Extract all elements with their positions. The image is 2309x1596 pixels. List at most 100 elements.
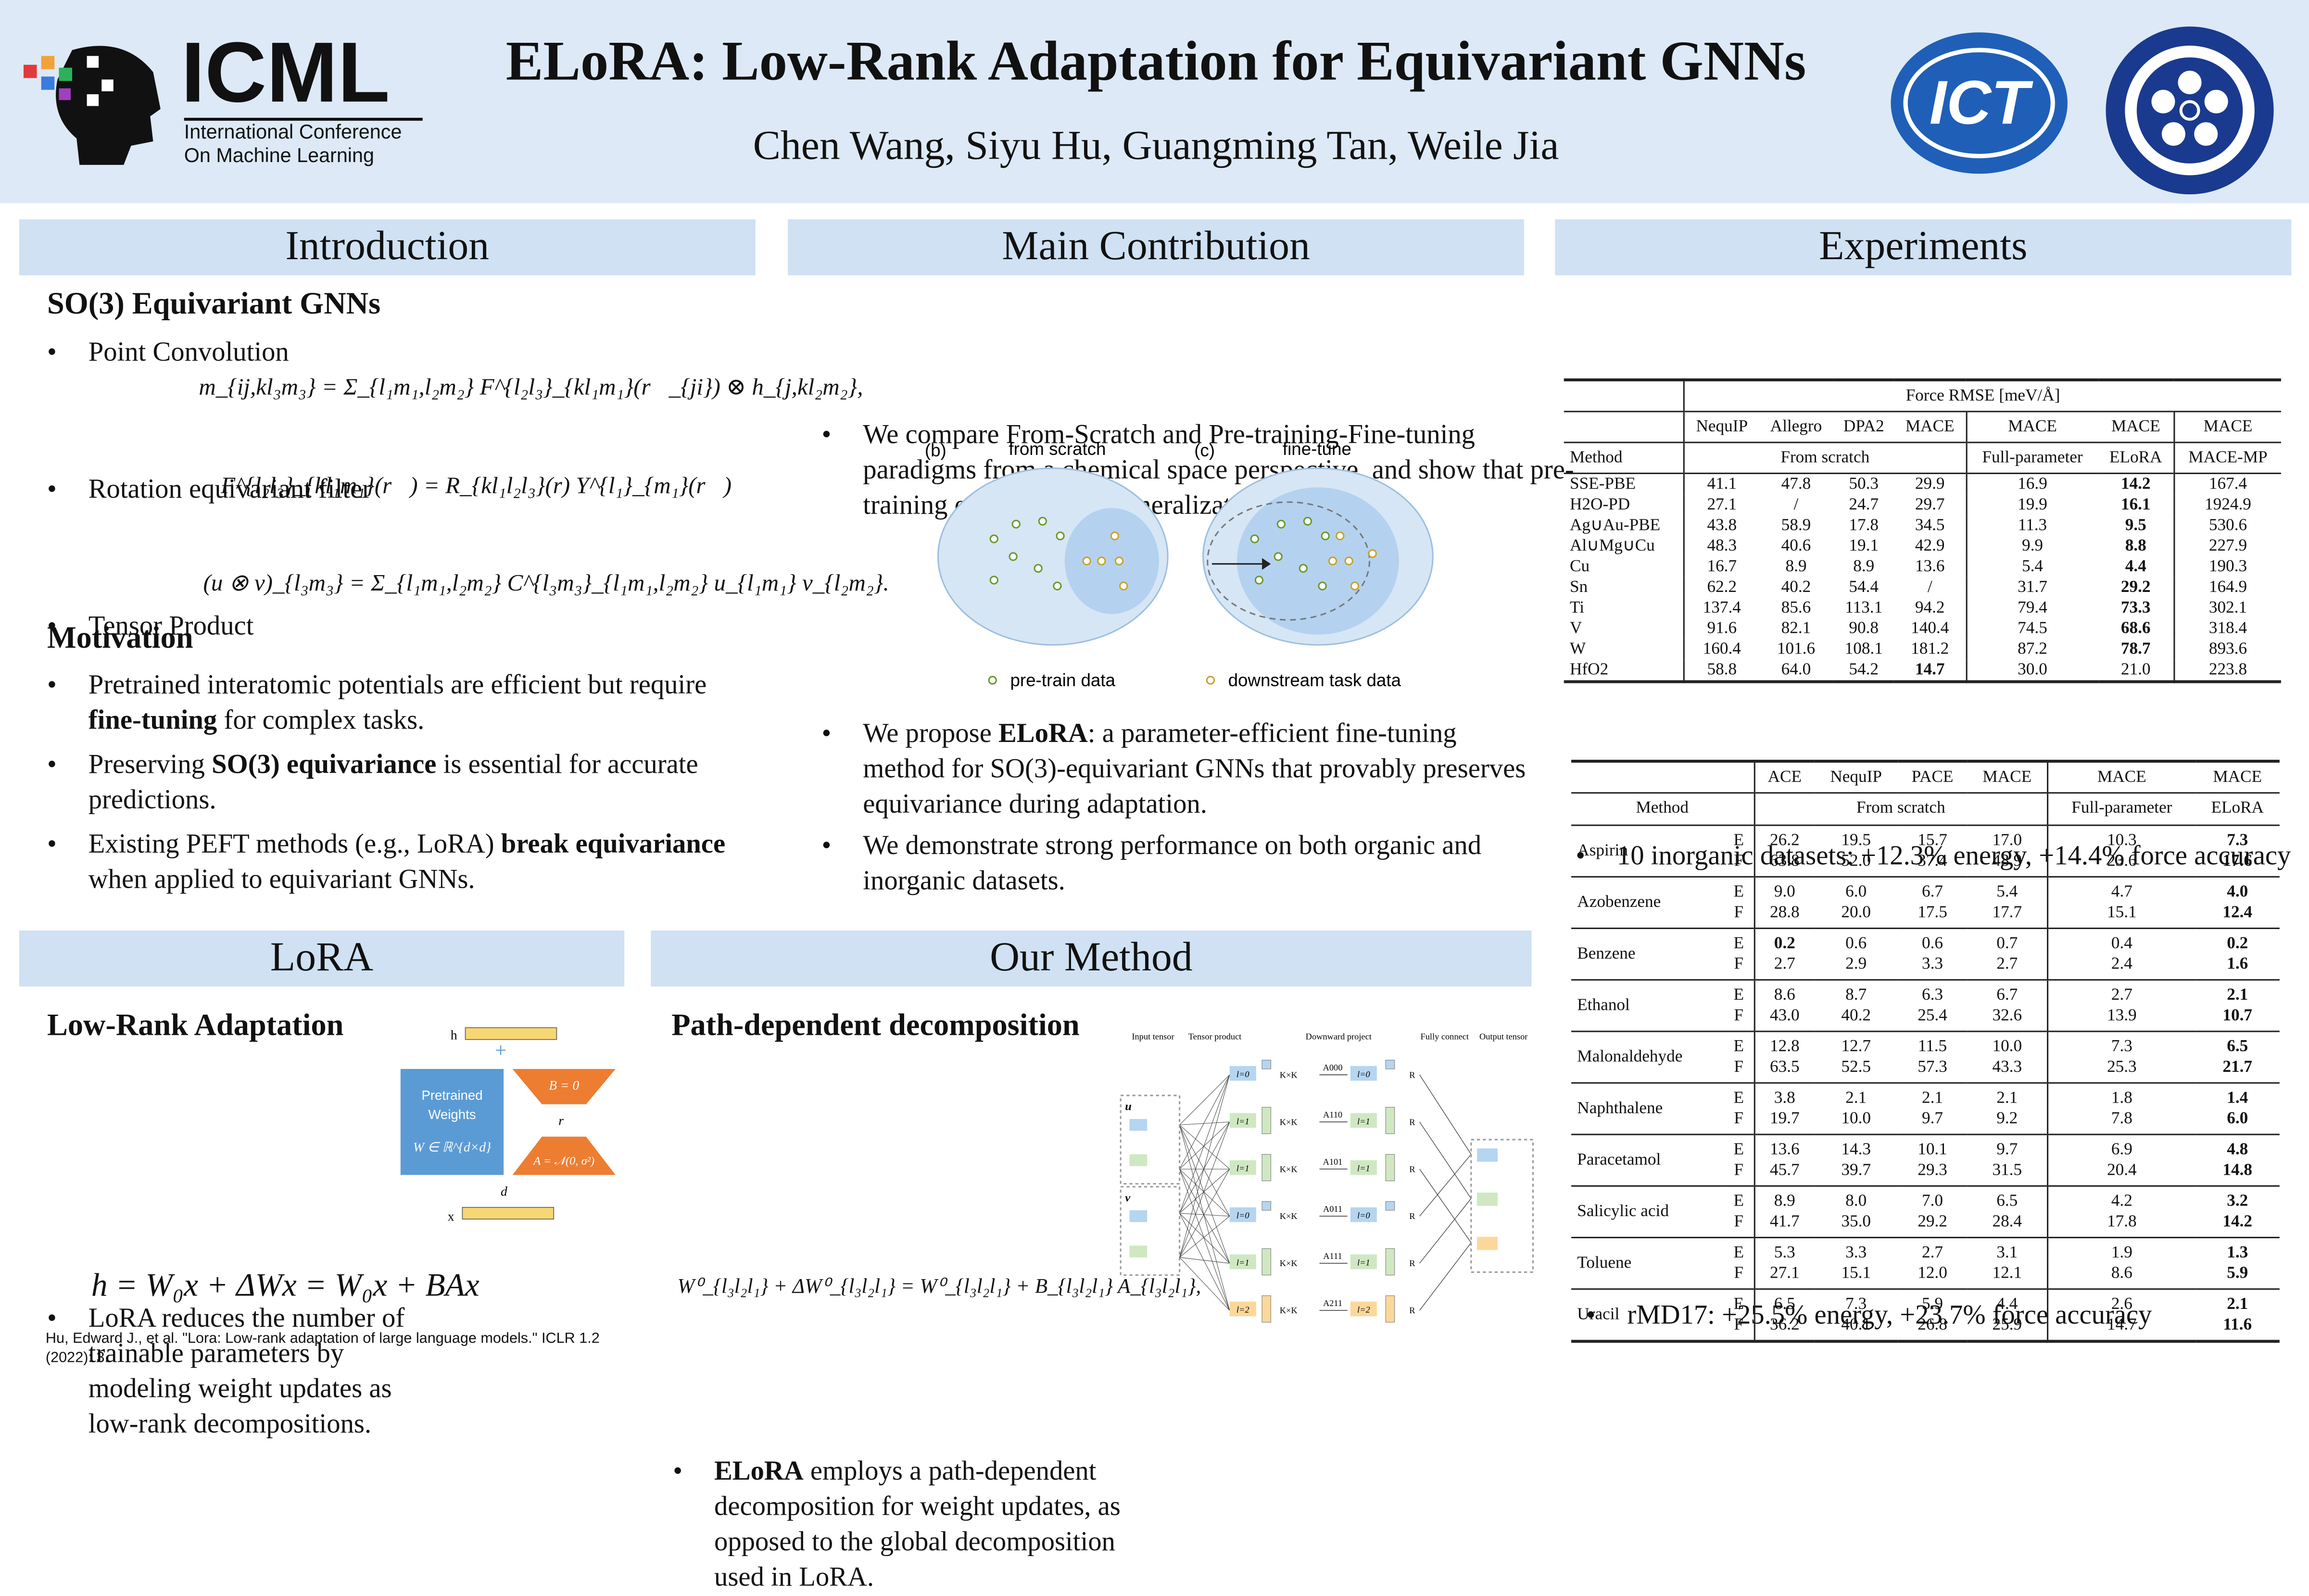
model-header: MACE (2173, 411, 2281, 443)
value-cell: 40.6 (1781, 537, 1811, 555)
connection-line (1419, 1121, 1472, 1199)
energy-label: E (1733, 1141, 1744, 1159)
icml-sub1: International Conference (184, 121, 402, 143)
model-header: NequIP (1830, 768, 1882, 787)
value-cell: 34.5 (1915, 516, 1945, 535)
so3-heading: SO(3) Equivariant GNNs (47, 286, 381, 321)
degree-label: l=0 (1237, 1069, 1249, 1079)
connection-line (1179, 1121, 1230, 1169)
value-cell: 13.6 (1753, 1134, 1815, 1160)
tensor-stack (1262, 1059, 1272, 1069)
value-cell: 14.7 (2046, 1315, 2195, 1342)
section-introduction-header: Introduction (19, 219, 756, 276)
value-cell: 52.0 (1841, 852, 1871, 870)
value-cell: 10.1 (1918, 1141, 1947, 1159)
value-cell: 19.9 (1965, 494, 2098, 515)
section-method-header: Our Method (651, 930, 1532, 987)
u-label: u (1125, 1100, 1132, 1113)
connection-line (1179, 1257, 1230, 1311)
degree-label: l=2 (1237, 1305, 1249, 1315)
value-cell: / (1927, 578, 1932, 597)
value-cell: 7.0 (1922, 1193, 1943, 1210)
value-cell: 28.8 (1753, 902, 1815, 929)
reference-line: (2022): 3. (45, 1350, 109, 1367)
value-cell: 11.6 (2223, 1316, 2252, 1334)
value-cell: 16.7 (1683, 556, 1759, 578)
output-block (1477, 1193, 1498, 1206)
value-cell: 87.2 (1965, 639, 2098, 660)
emphasis: fine-tuning (88, 706, 217, 736)
value-cell: 57.3 (1918, 1058, 1947, 1077)
tensor-stack (1262, 1248, 1272, 1276)
value-cell: 9.2 (1996, 1110, 2018, 1128)
value-cell: 47.8 (1781, 475, 1811, 493)
model-header: PACE (1911, 768, 1954, 787)
value-cell: 3.3 (1922, 955, 1943, 973)
value-cell: 318.4 (2173, 618, 2281, 639)
value-cell: 43.9 (1992, 852, 2022, 870)
connection-line (1179, 1075, 1230, 1214)
tensor-block (1350, 1160, 1377, 1175)
value-cell: 58.9 (1781, 516, 1811, 535)
motivation-item: Pretrained interatomic potentials are ef… (44, 668, 754, 739)
degree-label: l=0 (1237, 1211, 1249, 1220)
table-caption-row: Force RMSE [meV/Å] (1564, 379, 2281, 412)
value-cell: 3.8 (1753, 1083, 1815, 1109)
value-cell: 2.7 (2046, 980, 2195, 1006)
value-cell: 8.8 (2125, 537, 2146, 555)
equation-tensor-product: (u ⊗ v)_{l₃m₃} = Σ_{l₁m₁,l₂m₂} C^{l₃m₃}_… (203, 571, 889, 597)
value-cell: 2.9 (1845, 955, 1867, 973)
value-cell: 91.6 (1683, 618, 1759, 639)
connection-line (1179, 1074, 1230, 1125)
lora-diagram: h Pretrained Weights W ∈ ℝ^{d×d} B = 0 r… (398, 1022, 626, 1228)
value-cell: 7.8 (2046, 1108, 2195, 1135)
connection-line (1179, 1169, 1230, 1217)
diagram-column-label: Fully connect (1420, 1032, 1468, 1042)
value-cell: 68.6 (2120, 620, 2151, 638)
motivation-item: Preserving SO(3) equivariance is essenti… (44, 748, 754, 818)
legend-downstream: downstream task data (1228, 670, 1401, 690)
group-header: Full-parameter (2046, 792, 2195, 826)
molecule-name: Benzene (1577, 945, 1636, 963)
value-cell: 40.2 (1841, 1007, 1871, 1025)
value-cell: 20.4 (2046, 1160, 2195, 1186)
connection-line (1179, 1213, 1230, 1217)
ict-text: ICT (1930, 68, 2034, 137)
value-cell: 26.2 (1753, 825, 1815, 851)
energy-label: E (1733, 831, 1744, 850)
value-cell: 8.6 (1753, 980, 1815, 1006)
value-cell: 28.4 (1992, 1213, 2022, 1231)
section-lora-header: LoRA (19, 930, 625, 987)
value-cell: 14.8 (2222, 1161, 2253, 1180)
value-cell: 20.0 (1841, 904, 1871, 922)
connection-line (1179, 1125, 1230, 1264)
input-block (1129, 1119, 1148, 1131)
value-cell: 6.0 (2227, 1110, 2248, 1128)
method-heading: Path-dependent decomposition (671, 1007, 1080, 1043)
energy-label: E (1733, 1244, 1744, 1262)
model-header: MACE (1965, 411, 2098, 443)
connection-line (1419, 1074, 1472, 1155)
r-label: R (1409, 1258, 1415, 1268)
r-label: R (1409, 1211, 1415, 1221)
value-cell: 160.4 (1683, 639, 1759, 660)
connection-line (1179, 1257, 1230, 1264)
tensor-block (1350, 1066, 1377, 1081)
r-label: R (1409, 1164, 1415, 1174)
contribution-list: We propose ELoRA: a parameter-efficient … (819, 717, 1531, 908)
value-cell: 15.1 (2046, 902, 2195, 929)
connection-line (1419, 1154, 1472, 1217)
tensor-stack (1262, 1201, 1272, 1211)
reference: Hu, Edward J., et al. "Lora: Low-rank ad… (46, 1330, 635, 1368)
value-cell: 19.1 (1849, 537, 1879, 555)
emphasis: break equivariance (501, 830, 726, 860)
degree-label: l=0 (1357, 1211, 1370, 1220)
